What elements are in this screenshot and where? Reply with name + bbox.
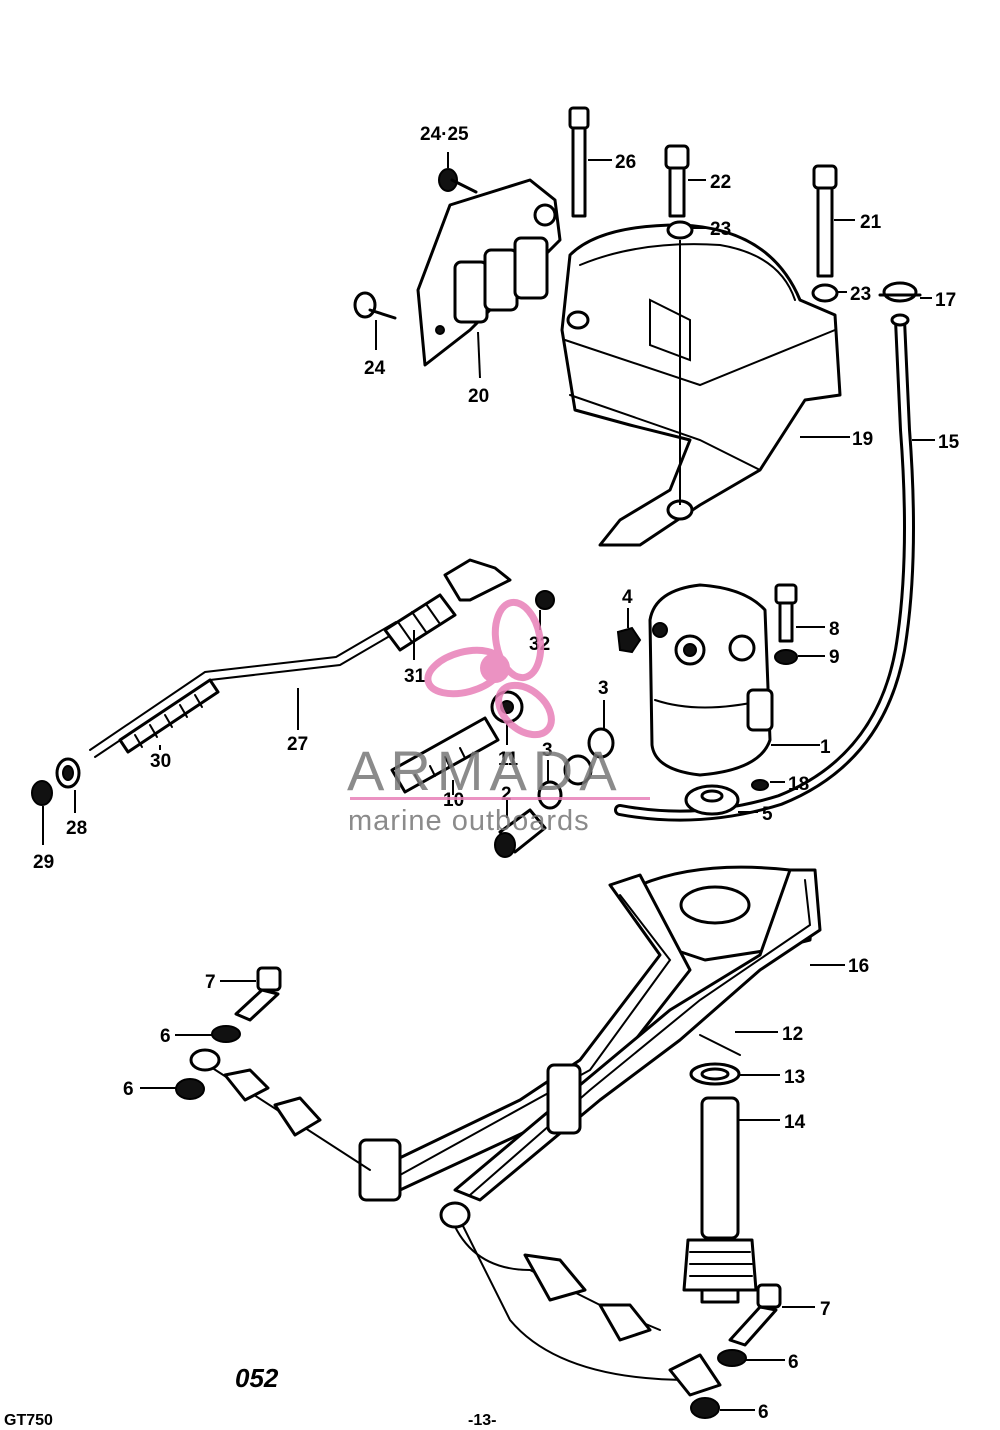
nut-part-28	[55, 757, 81, 789]
bolt-part-22	[664, 144, 690, 218]
boot-part-31	[383, 558, 512, 652]
callout-3-lower: 3	[542, 740, 553, 761]
lead-wire-lower	[439, 1201, 722, 1397]
callout-23-top: 23	[710, 219, 731, 240]
callout-6-d: 6	[758, 1402, 769, 1423]
washer-part-13	[689, 1062, 741, 1086]
callout-14: 14	[784, 1112, 806, 1133]
screw-part-24	[353, 291, 397, 320]
callout-15: 15	[938, 432, 960, 453]
washer-part-6-a	[211, 1025, 241, 1043]
callout-22: 22	[710, 172, 731, 193]
callout-7-lower: 7	[820, 1299, 831, 1320]
bolt-part-21	[812, 164, 838, 278]
lead-wire-left	[189, 1048, 371, 1171]
washer-part-29	[31, 780, 53, 806]
callout-17: 17	[935, 290, 956, 311]
nut-part-4	[616, 626, 642, 654]
callout-27: 27	[287, 734, 308, 755]
washer-part-23-right	[811, 283, 839, 303]
callout-1: 1	[820, 737, 831, 758]
callout-5: 5	[762, 804, 773, 825]
callout-6-b: 6	[123, 1079, 134, 1100]
watermark: ARMADA marine outboards	[347, 598, 650, 837]
callout-28: 28	[66, 818, 87, 839]
model-code: GT750	[4, 1412, 53, 1429]
callout-10: 10	[443, 790, 464, 811]
callout-13: 13	[784, 1067, 805, 1088]
bolt-part-2	[494, 808, 547, 858]
clip-part-17	[878, 281, 922, 303]
callout-9: 9	[829, 647, 840, 668]
callout-20: 20	[468, 386, 489, 407]
spring-part-30	[118, 678, 220, 754]
grommet-part-5	[684, 784, 740, 816]
leader-lines	[42, 152, 935, 1411]
washer-part-18	[751, 779, 769, 791]
callout-24: 24	[364, 358, 386, 379]
callout-18: 18	[788, 774, 809, 795]
figure-number: 052	[235, 1363, 279, 1393]
callout-19: 19	[852, 429, 873, 450]
washer-part-6-c	[717, 1349, 747, 1367]
callout-23-right: 23	[850, 284, 871, 305]
callout-16: 16	[848, 956, 869, 977]
washer-part-6-b	[175, 1078, 205, 1100]
coil-cover-part-19	[560, 223, 842, 547]
callout-6-a: 6	[160, 1026, 171, 1047]
callout-11: 11	[498, 749, 519, 770]
stud-part-10	[390, 716, 500, 794]
nut-part-32	[535, 590, 555, 610]
watermark-tagline: marine outboards	[348, 805, 590, 837]
bolt-part-7-upper	[234, 966, 282, 1022]
callout-31: 31	[404, 666, 426, 687]
washer-part-3-lower	[537, 780, 563, 810]
washer-part-6-d	[690, 1397, 720, 1419]
callout-4: 4	[622, 587, 633, 608]
callout-30: 30	[150, 751, 171, 772]
housing-part-1	[648, 583, 774, 777]
callout-26: 26	[615, 152, 636, 173]
bolt-part-26	[568, 106, 590, 218]
bolt-part-8	[774, 583, 798, 643]
screw-part-24-25	[438, 168, 478, 194]
callout-7-upper: 7	[205, 972, 216, 993]
callout-2: 2	[501, 784, 512, 805]
gear-shaft-part-14	[682, 1096, 758, 1304]
watermark-brand: ARMADA	[347, 739, 623, 802]
page-number: -13-	[468, 1412, 496, 1429]
callout-8: 8	[829, 619, 840, 640]
washer-part-23-top	[666, 220, 694, 240]
harness-plate-part-16	[358, 865, 822, 1202]
bolt-part-7-lower	[728, 1283, 782, 1347]
propeller-logo	[424, 598, 555, 739]
callout-24-25: 24·25	[420, 124, 469, 145]
washer-part-9	[774, 649, 798, 665]
callout-labels: 1 2 3 3 4 5 6 6 6 6 7 7 8 9 10 11 12 13 …	[33, 124, 960, 1423]
callout-21: 21	[860, 212, 882, 233]
callout-29: 29	[33, 852, 54, 873]
pin-part-12	[699, 1034, 741, 1056]
callout-6-c: 6	[788, 1352, 799, 1373]
callout-12: 12	[782, 1024, 803, 1045]
fitting-stub	[563, 754, 593, 786]
coil-bracket-part-20	[416, 178, 562, 367]
callout-3-upper: 3	[598, 678, 609, 699]
washer-part-3-upper	[587, 727, 615, 759]
